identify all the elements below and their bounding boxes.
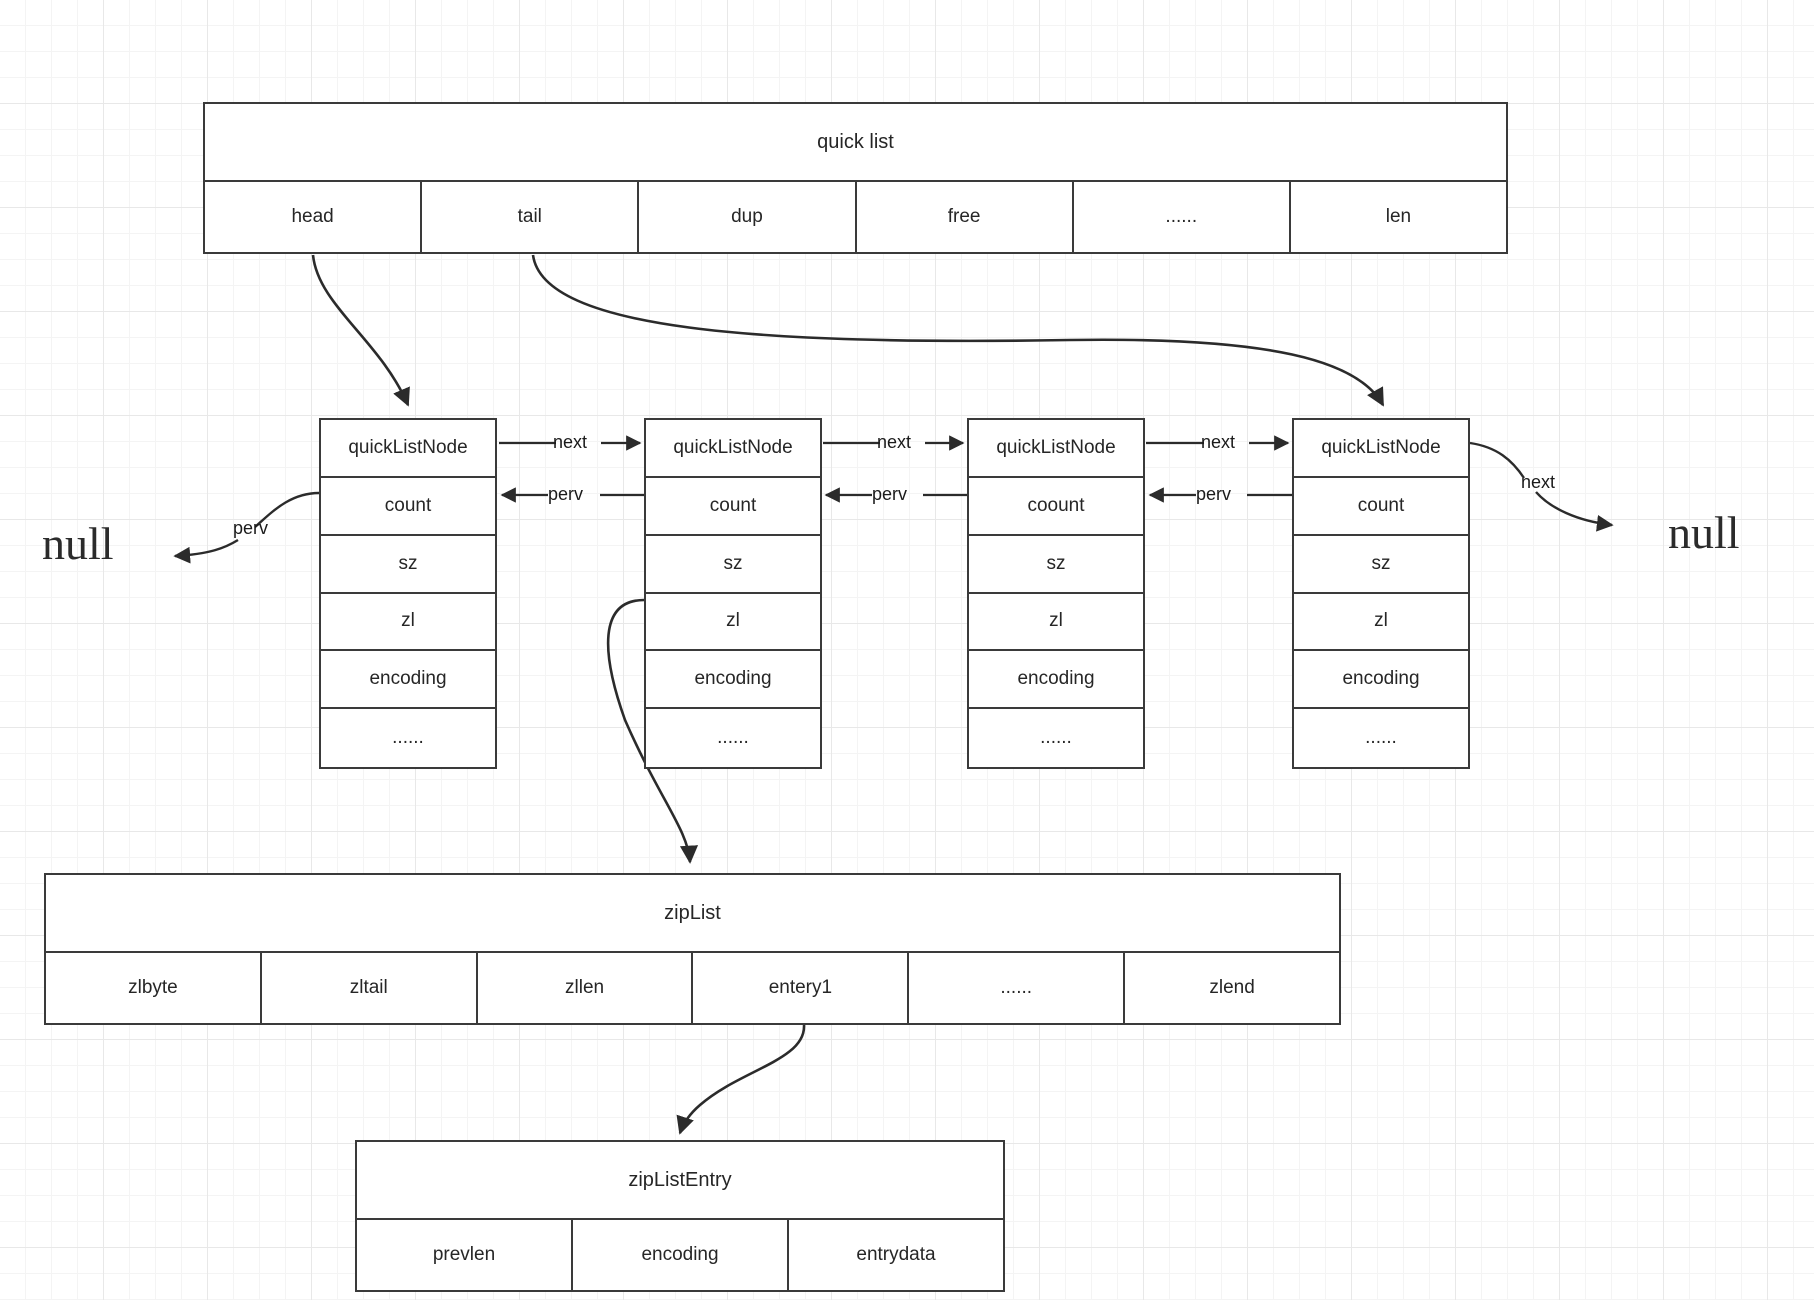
node-1-field-zl[interactable]: zl (646, 594, 820, 652)
zip-list-field-zlbyte[interactable]: zlbyte (46, 953, 262, 1023)
node-0-field-sz[interactable]: sz (321, 536, 495, 594)
zip-list-entry-title: zipListEntry (357, 1142, 1003, 1220)
edge-perv-node0-null-arrow (173, 538, 239, 564)
node-2-field-coount[interactable]: coount (969, 478, 1143, 536)
null-terminal-right: null (1668, 507, 1740, 558)
zip-list-field-zllen[interactable]: zllen (478, 953, 694, 1023)
node-0-field-count[interactable]: count (321, 478, 495, 536)
node-3-title: quickListNode (1294, 420, 1468, 478)
edge-label-perv-3-2: perv (1196, 484, 1232, 504)
quick-list-field-tail[interactable]: tail (422, 182, 640, 252)
zip-list-entry-struct: zipListEntry prevlen encoding entrydata (355, 1140, 1005, 1292)
node-0-title: quickListNode (321, 420, 495, 478)
node-3-field-count[interactable]: count (1294, 478, 1468, 536)
edge-label-perv-head-null: perv (233, 518, 269, 538)
edge-label-perv-2-1: perv (872, 484, 908, 504)
node-0-field-zl[interactable]: zl (321, 594, 495, 652)
node-3-field-sz[interactable]: sz (1294, 536, 1468, 594)
node-2-field-zl[interactable]: zl (969, 594, 1143, 652)
node-0-field-encoding[interactable]: encoding (321, 651, 495, 710)
edge-label-perv-1-0: perv (548, 484, 584, 504)
edge-next-node3-null-arrow (1535, 491, 1614, 532)
node-3-field-ellipsis[interactable]: ...... (1365, 727, 1397, 749)
node-1-field-sz[interactable]: sz (646, 536, 820, 594)
zip-list-field-entery1[interactable]: entery1 (693, 953, 910, 1023)
quick-list-field-free[interactable]: free (857, 182, 1074, 252)
edge-tail-to-node3 (531, 254, 1385, 407)
zip-list-field-zlend[interactable]: zlend (1209, 977, 1255, 998)
node-2-field-encoding[interactable]: encoding (969, 651, 1143, 710)
zip-list-entry-field-entrydata[interactable]: entrydata (856, 1244, 936, 1265)
quick-list-node-0: quickListNode count sz zl encoding .....… (319, 418, 497, 769)
zip-list-field-ellipsis[interactable]: ...... (909, 953, 1126, 1023)
quick-list-field-head[interactable]: head (205, 182, 423, 252)
zip-list-title: zipList (46, 875, 1339, 953)
zip-list-entry-fields: prevlen encoding entrydata (357, 1220, 1003, 1290)
edge-next-node3-null (1469, 441, 1525, 479)
quick-list-struct: quick list head tail dup free ...... len (203, 102, 1508, 254)
node-1-field-count[interactable]: count (646, 478, 820, 536)
node-0-field-ellipsis[interactable]: ...... (392, 727, 424, 749)
quick-list-fields: head tail dup free ...... len (205, 182, 1506, 252)
quick-list-field-len[interactable]: len (1385, 206, 1412, 227)
zip-list-entry-field-encoding[interactable]: encoding (573, 1220, 789, 1290)
node-3-field-zl[interactable]: zl (1294, 594, 1468, 652)
node-1-field-ellipsis[interactable]: ...... (717, 727, 749, 749)
node-1-title: quickListNode (646, 420, 820, 478)
node-2-field-ellipsis[interactable]: ...... (1040, 727, 1072, 749)
node-3-field-encoding[interactable]: encoding (1294, 651, 1468, 710)
edge-label-next-0-1: next (553, 432, 588, 452)
quick-list-field-dup[interactable]: dup (639, 182, 857, 252)
edge-head-to-node0 (311, 254, 410, 407)
zip-list-struct: zipList zlbyte zltail zllen entery1 ....… (44, 873, 1341, 1025)
zip-list-fields: zlbyte zltail zllen entery1 ...... zlend (46, 953, 1339, 1023)
zip-list-entry-field-prevlen[interactable]: prevlen (357, 1220, 573, 1290)
node-2-field-sz[interactable]: sz (969, 536, 1143, 594)
node-2-title: quickListNode (969, 420, 1143, 478)
null-terminal-left: null (42, 518, 114, 569)
node-1-field-encoding[interactable]: encoding (646, 651, 820, 710)
quick-list-title: quick list (205, 104, 1506, 182)
edge-entery1-to-entry (676, 1024, 806, 1135)
quick-list-node-3: quickListNode count sz zl encoding .....… (1292, 418, 1470, 769)
quick-list-field-ellipsis[interactable]: ...... (1074, 182, 1291, 252)
zip-list-field-zltail[interactable]: zltail (262, 953, 478, 1023)
quick-list-node-2: quickListNode coount sz zl encoding ....… (967, 418, 1145, 769)
edge-label-next-1-2: next (877, 432, 912, 452)
edge-label-next-tail-null: next (1521, 472, 1556, 492)
quick-list-node-1: quickListNode count sz zl encoding .....… (644, 418, 822, 769)
edge-label-next-2-3: next (1201, 432, 1236, 452)
